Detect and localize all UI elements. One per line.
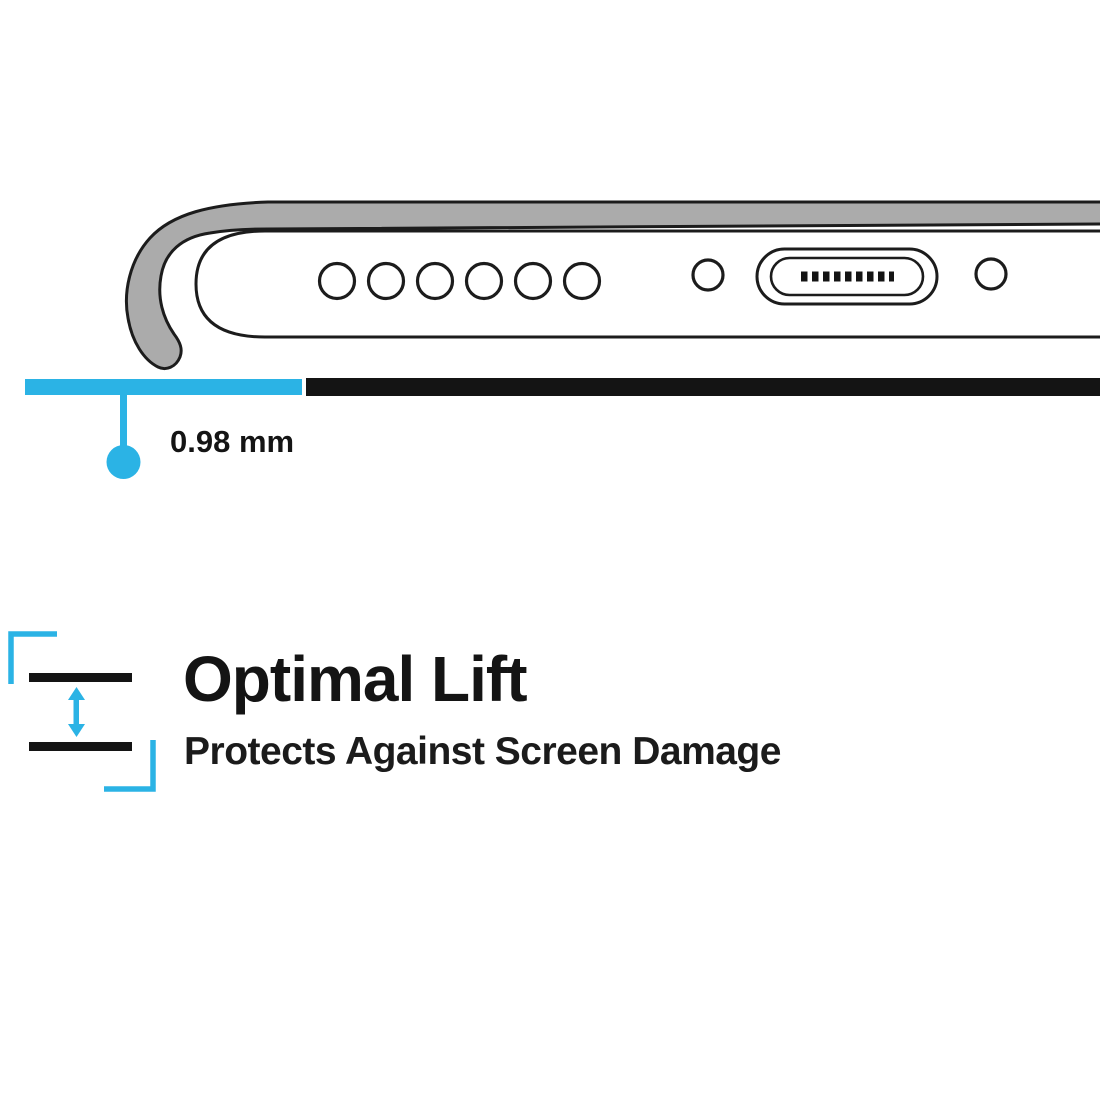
speaker-hole bbox=[464, 261, 504, 301]
speaker-holes bbox=[317, 261, 602, 301]
case-shell bbox=[124, 200, 1100, 371]
case-lip-bar bbox=[25, 379, 302, 395]
screen-plane-bar bbox=[306, 378, 1100, 396]
mic-hole-right bbox=[974, 257, 1008, 291]
feature-subtitle: Protects Against Screen Damage bbox=[184, 730, 781, 773]
speaker-hole bbox=[317, 261, 357, 301]
phone-case-illustration bbox=[124, 200, 1100, 371]
top-plate-line bbox=[29, 673, 132, 682]
bottom-plate-line bbox=[29, 742, 132, 751]
speaker-hole bbox=[513, 261, 553, 301]
vertical-double-arrow-icon bbox=[68, 687, 85, 737]
charging-port bbox=[755, 247, 939, 306]
speaker-hole bbox=[562, 261, 602, 301]
mic-hole-left bbox=[691, 258, 725, 292]
feature-title: Optimal Lift bbox=[183, 643, 528, 715]
measurement-leader-line bbox=[120, 395, 127, 451]
bracket-top-left bbox=[8, 631, 57, 684]
speaker-hole bbox=[415, 261, 455, 301]
bracket-bottom-right bbox=[104, 740, 156, 792]
measurement-dot bbox=[106, 445, 141, 479]
lift-height-icon bbox=[8, 631, 156, 792]
measurement-group bbox=[25, 378, 1100, 479]
measurement-value-label: 0.98 mm bbox=[170, 424, 295, 459]
speaker-hole bbox=[366, 261, 406, 301]
